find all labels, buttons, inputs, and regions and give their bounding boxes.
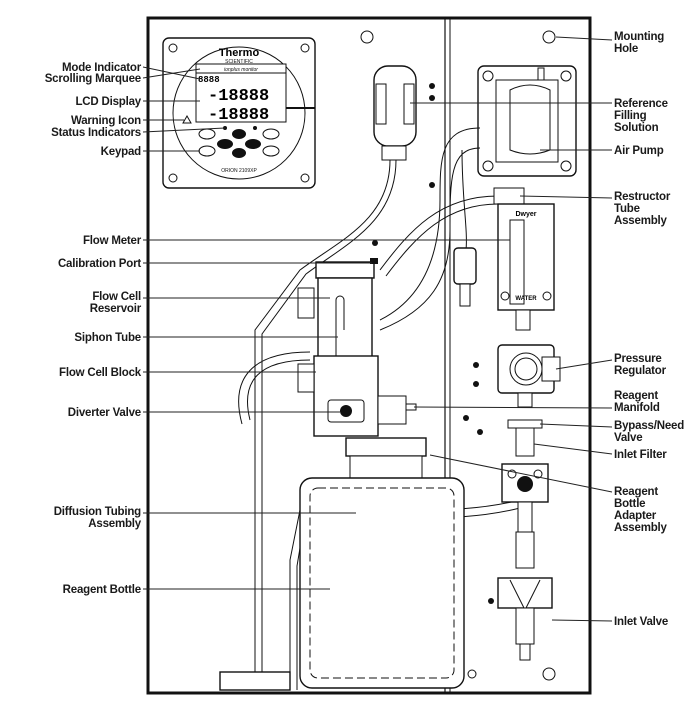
label-reagent-bottle: Reagent Bottle xyxy=(63,584,141,596)
reagent-bottle-adapter xyxy=(501,463,549,569)
bypass-valve xyxy=(507,419,543,429)
label-diverter-valve: Diverter Valve xyxy=(68,407,141,419)
marquee-text: ionplus monitor xyxy=(224,67,258,73)
label-keypad: Keypad xyxy=(101,146,142,158)
warning-icon xyxy=(182,114,192,124)
label-scrolling-marquee: Scrolling Marquee xyxy=(45,73,141,85)
labels-left: Mode Indicator Scrolling Marquee LCD Dis… xyxy=(45,62,142,596)
lcd-reading-1: -18888 xyxy=(208,87,269,106)
brand-logo: Thermo xyxy=(219,47,260,59)
flow-meter-brand: Dwyer xyxy=(515,211,536,218)
brand-sub: SCIENTIFIC xyxy=(225,59,253,65)
keypad[interactable] xyxy=(198,128,280,158)
reagent-bottle xyxy=(299,437,465,689)
flow-meter-units: WATER xyxy=(515,296,537,302)
monitor: Thermo SCIENTIFIC ionplus monitor 8888 -… xyxy=(162,37,316,189)
label-mode-indicator: Mode Indicator xyxy=(62,62,142,74)
label-flow-cell-block: Flow Cell Block xyxy=(59,367,142,379)
label-inlet-filter: Inlet Filter xyxy=(614,449,667,461)
mode-indicator: 8888 xyxy=(198,75,220,85)
siphon-tube xyxy=(335,295,345,360)
label-inlet-valve: Inlet Valve xyxy=(614,616,668,628)
label-calibration-port: Calibration Port xyxy=(58,258,141,270)
air-pump xyxy=(477,65,577,177)
leader-lines xyxy=(142,36,613,622)
label-status-indicators: Status Indicators xyxy=(51,127,141,139)
diverter-valve xyxy=(327,395,417,425)
tube-clamp xyxy=(219,671,291,691)
inline-filter xyxy=(453,247,477,285)
label-air-pump: Air Pump xyxy=(614,145,664,157)
label-lcd-display: LCD Display xyxy=(75,96,141,108)
lcd-reading-2: -18888 xyxy=(208,106,269,125)
pressure-regulator xyxy=(497,344,561,408)
model-label: ORION 2109XP xyxy=(221,168,257,174)
lcd-display xyxy=(195,72,287,123)
label-flow-meter: Flow Meter xyxy=(83,235,142,247)
flow-meter: Dwyer WATER xyxy=(493,187,555,331)
label-warning-icon: Warning Icon xyxy=(71,115,141,127)
flow-cell-block xyxy=(313,355,379,437)
inlet-filter xyxy=(515,427,535,457)
calibration-port xyxy=(370,258,378,264)
inlet-valve xyxy=(497,577,553,661)
label-siphon-tube: Siphon Tube xyxy=(74,332,141,344)
status-indicator xyxy=(253,126,257,130)
